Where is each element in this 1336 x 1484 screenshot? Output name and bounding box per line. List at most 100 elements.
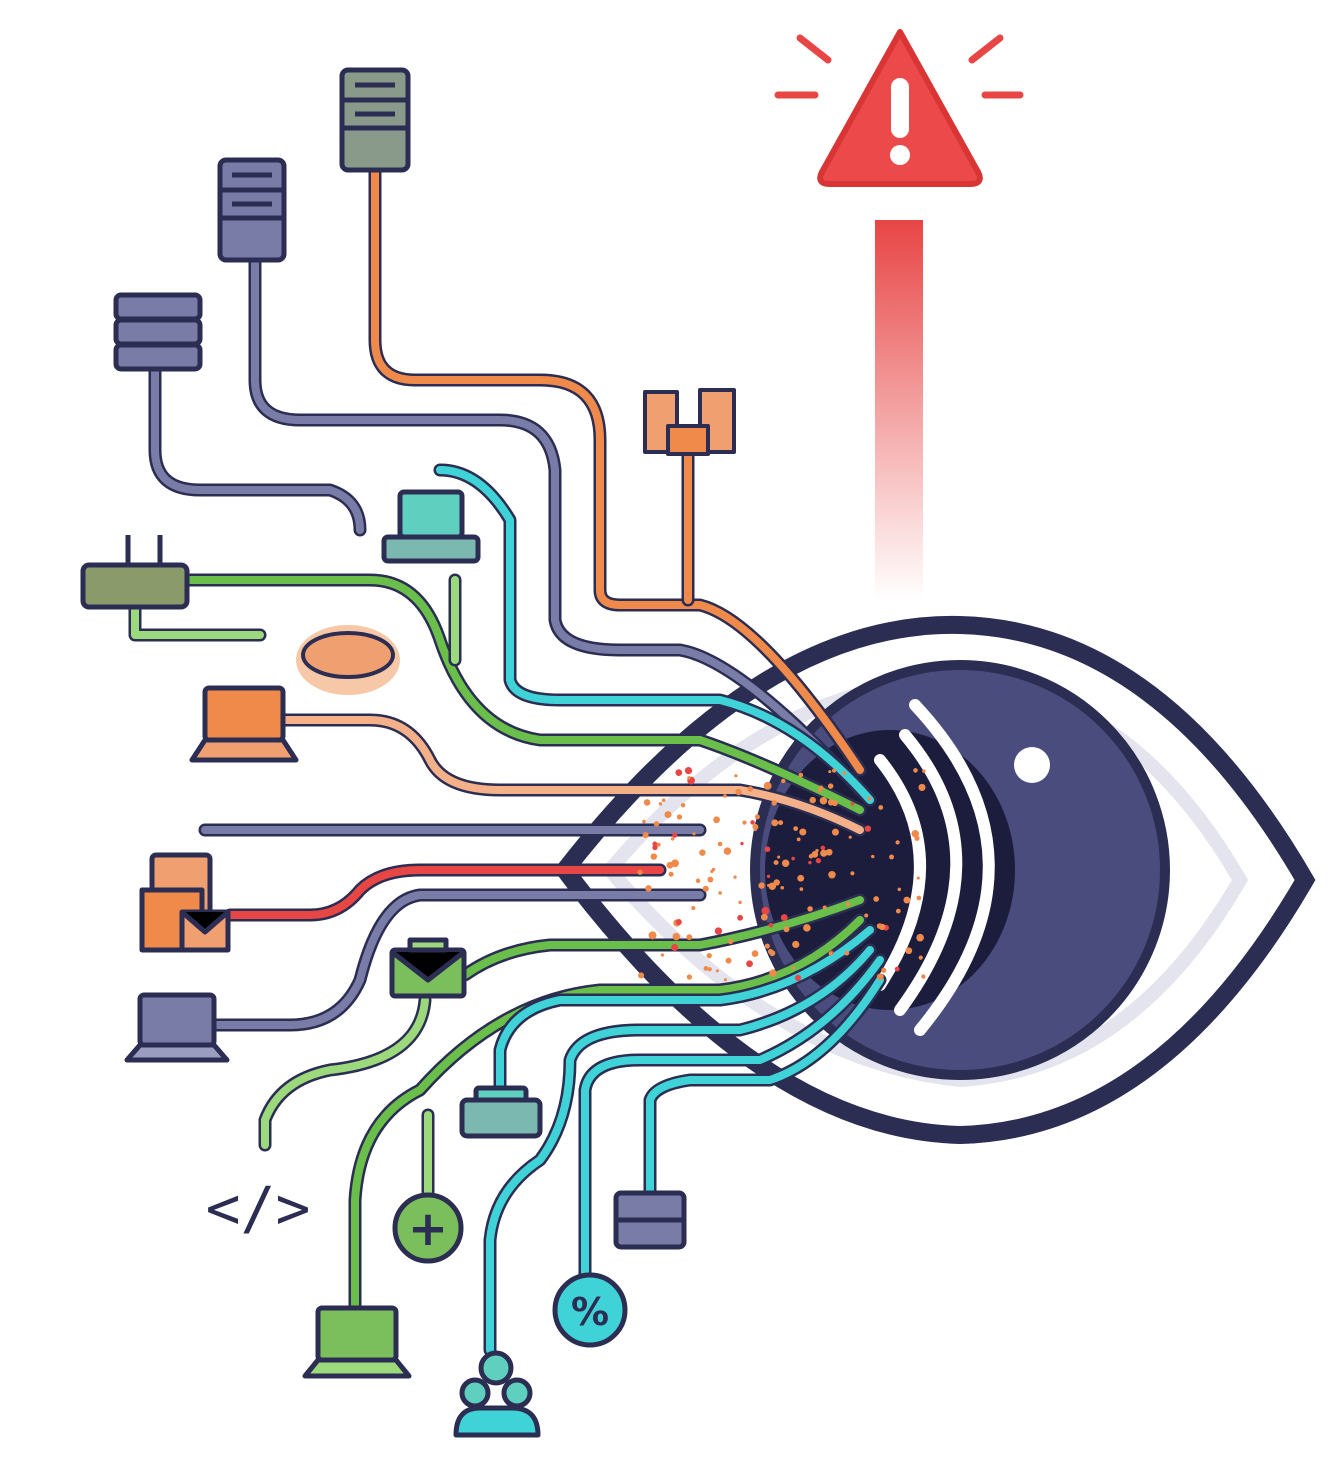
particle bbox=[844, 950, 850, 956]
particle bbox=[746, 960, 753, 968]
particle bbox=[671, 943, 679, 951]
particle bbox=[828, 951, 833, 956]
particle bbox=[675, 769, 683, 777]
particle bbox=[828, 770, 832, 774]
particle bbox=[718, 891, 722, 895]
particle bbox=[764, 943, 770, 949]
particle bbox=[637, 869, 643, 875]
particle bbox=[734, 774, 738, 778]
particle bbox=[763, 781, 772, 790]
particle bbox=[642, 819, 646, 824]
particle bbox=[717, 841, 723, 847]
particle bbox=[737, 914, 744, 921]
particle bbox=[668, 871, 674, 877]
cable bbox=[436, 466, 874, 804]
particle bbox=[706, 952, 712, 959]
particle bbox=[723, 978, 727, 982]
particle bbox=[650, 853, 658, 860]
cable bbox=[581, 956, 884, 1279]
particle bbox=[894, 966, 900, 972]
particle bbox=[766, 883, 771, 887]
particle bbox=[761, 906, 770, 915]
envelope-icon bbox=[389, 937, 467, 999]
particle bbox=[725, 957, 732, 964]
particle bbox=[889, 854, 895, 860]
particle bbox=[825, 848, 833, 856]
particle bbox=[819, 796, 828, 805]
particle bbox=[751, 950, 759, 957]
particle bbox=[771, 819, 779, 827]
particle bbox=[850, 801, 855, 806]
particle bbox=[648, 931, 657, 940]
device-icon bbox=[381, 489, 481, 564]
cable bbox=[461, 896, 864, 979]
alert-triangle-icon bbox=[774, 29, 1024, 187]
particle bbox=[643, 799, 651, 806]
particle bbox=[791, 966, 795, 970]
particle bbox=[881, 967, 887, 973]
particle bbox=[842, 771, 847, 775]
particle bbox=[664, 811, 672, 819]
particle bbox=[918, 783, 926, 791]
cable bbox=[211, 891, 704, 1029]
particle bbox=[686, 974, 693, 980]
cable bbox=[486, 946, 874, 1354]
particle bbox=[692, 832, 696, 836]
particle bbox=[799, 887, 804, 891]
particle bbox=[638, 972, 645, 979]
plus-icon: + bbox=[392, 1192, 464, 1264]
particle bbox=[680, 802, 686, 808]
particle bbox=[815, 848, 819, 853]
server-icon bbox=[217, 157, 287, 263]
particle bbox=[702, 885, 709, 892]
particle bbox=[828, 870, 836, 879]
particle bbox=[918, 955, 923, 960]
particle bbox=[773, 879, 780, 886]
particle bbox=[707, 876, 714, 883]
cable bbox=[371, 166, 864, 774]
particle bbox=[723, 847, 732, 855]
server-icon bbox=[339, 67, 411, 173]
plus-label: + bbox=[408, 1201, 448, 1257]
particle bbox=[780, 885, 785, 890]
particle bbox=[832, 768, 837, 773]
particle bbox=[703, 966, 709, 971]
particle bbox=[848, 835, 852, 839]
particle bbox=[760, 913, 768, 921]
cable bbox=[226, 866, 664, 919]
particle bbox=[791, 856, 795, 861]
particle bbox=[653, 821, 660, 827]
document-mail-icon bbox=[139, 852, 231, 953]
laptop-icon bbox=[124, 992, 230, 1063]
particle bbox=[803, 924, 811, 932]
particle bbox=[897, 887, 902, 892]
particle bbox=[691, 906, 696, 911]
connection-lines bbox=[128, 163, 887, 1357]
particle bbox=[735, 788, 742, 796]
particle bbox=[740, 841, 744, 846]
particle bbox=[808, 860, 812, 865]
particle bbox=[710, 869, 714, 874]
particle bbox=[913, 768, 918, 773]
particle bbox=[820, 845, 826, 851]
cable bbox=[261, 996, 429, 1149]
particle bbox=[767, 948, 774, 955]
code-icon: </> bbox=[206, 1174, 311, 1242]
particle bbox=[921, 974, 926, 979]
particle bbox=[645, 885, 652, 892]
particle bbox=[713, 816, 720, 824]
particle bbox=[798, 772, 804, 778]
particle bbox=[850, 871, 855, 876]
particle bbox=[642, 832, 649, 839]
particle bbox=[727, 938, 734, 945]
particle bbox=[758, 882, 765, 889]
particle bbox=[845, 902, 851, 907]
particle bbox=[783, 926, 790, 933]
particle bbox=[672, 932, 681, 941]
particle bbox=[652, 841, 658, 847]
particle bbox=[707, 967, 712, 972]
particle bbox=[769, 969, 777, 977]
particle bbox=[895, 908, 901, 914]
particle bbox=[916, 876, 920, 880]
